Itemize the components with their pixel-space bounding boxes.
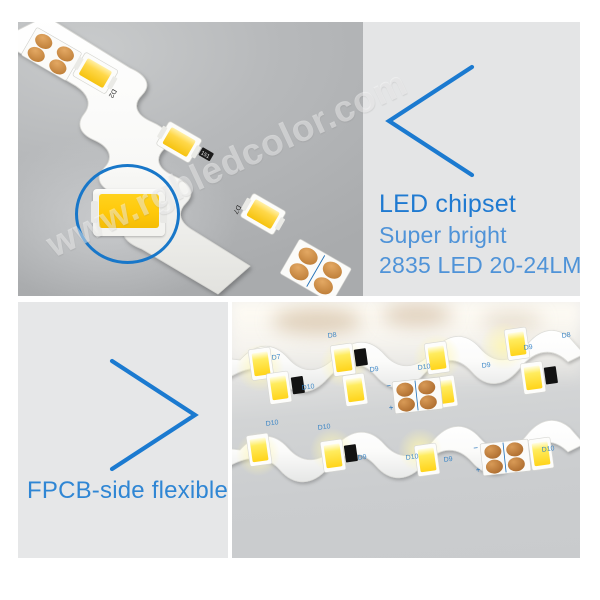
magnifier-circle-icon (75, 164, 180, 264)
svg-text:D7: D7 (271, 354, 281, 362)
bottom-right-photo-panel: − + (232, 302, 580, 558)
led-chipset-title: LED chipset (379, 190, 516, 218)
svg-text:D2: D2 (107, 87, 118, 98)
svg-text:D10: D10 (405, 453, 419, 462)
svg-text:+: + (475, 465, 481, 474)
svg-text:D10: D10 (417, 363, 431, 372)
chevron-left-icon (385, 64, 475, 178)
svg-text:+: + (388, 403, 394, 412)
led-chipset-subtitle-2: 2835 LED 20-24LM (379, 252, 582, 278)
photo-blur-spot (382, 304, 452, 326)
svg-text:D9: D9 (523, 344, 533, 352)
svg-text:D10: D10 (541, 445, 555, 454)
photo-blur-spot (272, 308, 362, 334)
svg-text:D9: D9 (357, 454, 367, 462)
svg-text:D8: D8 (561, 332, 571, 340)
svg-text:D9: D9 (481, 362, 491, 370)
svg-text:151: 151 (200, 150, 211, 160)
svg-text:D10: D10 (301, 383, 315, 392)
svg-text:−: − (473, 443, 479, 452)
svg-text:D10: D10 (317, 423, 331, 432)
led-strip-pair-graphic: − + (232, 322, 580, 483)
bottom-left-caption-panel (18, 302, 228, 558)
fpcb-caption-title: FPCB-side flexible (27, 477, 229, 504)
svg-text:D9: D9 (369, 366, 379, 374)
led-strip-graphic: D2 151 D7 (18, 22, 352, 296)
led-chipset-subtitle-1: Super bright (379, 222, 507, 248)
svg-text:D8: D8 (327, 332, 337, 340)
chevron-right-icon (109, 358, 199, 472)
svg-text:−: − (386, 381, 392, 390)
svg-text:D9: D9 (443, 456, 453, 464)
svg-text:D10: D10 (265, 419, 279, 428)
top-left-photo-panel: D2 151 D7 (18, 22, 363, 296)
svg-text:D7: D7 (231, 203, 242, 214)
